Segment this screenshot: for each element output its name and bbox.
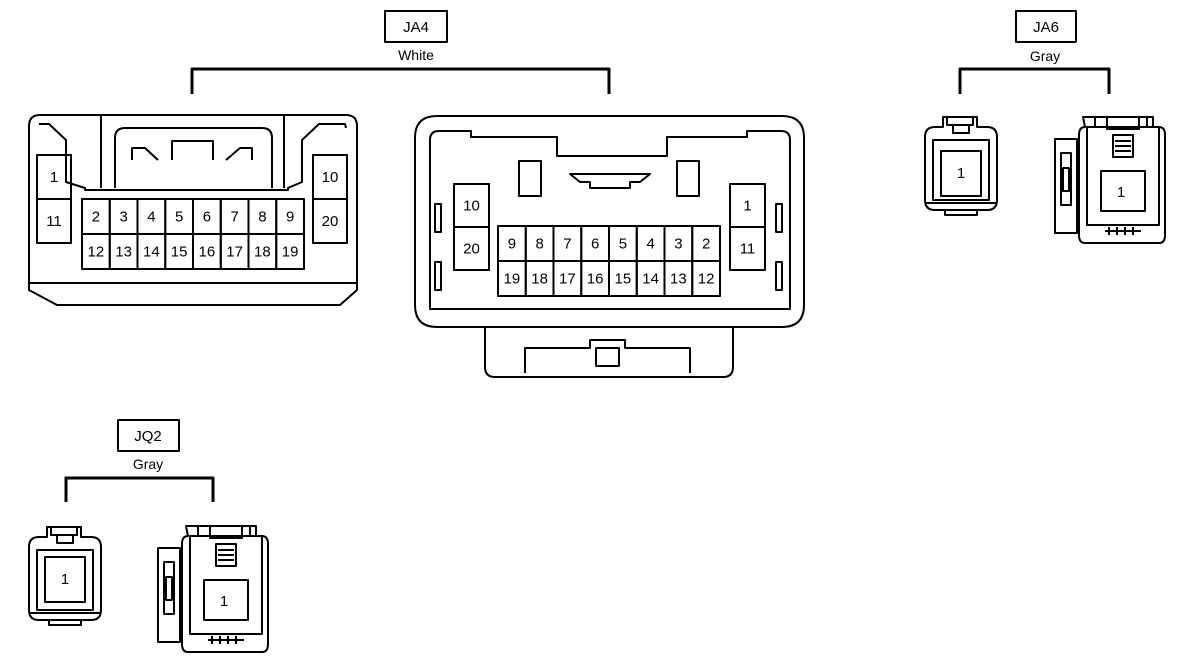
jq2-large-connector: 1 xyxy=(157,525,269,653)
ja4-left-pin-18-label: 18 xyxy=(254,244,271,261)
ja4-right-pin-9-label: 9 xyxy=(508,236,516,253)
jq2-color-label: Gray xyxy=(133,456,163,472)
ja4-left-pin-11-cell xyxy=(36,198,72,244)
ja4-right-pin-19-label: 19 xyxy=(504,271,521,288)
ja4-left-pin-14-label: 14 xyxy=(143,244,160,261)
ja4-left-pin-12-label: 12 xyxy=(88,244,105,261)
ja4-right-pin-18-label: 18 xyxy=(531,271,548,288)
ja4-right-guide-right xyxy=(676,160,700,197)
ja4-right-pin-20-cell xyxy=(453,226,490,271)
ja6-large-connector: 1 xyxy=(1054,116,1166,244)
ja4-left-pin-3-label: 3 xyxy=(119,209,127,226)
ja4-left-pin-10-label: 10 xyxy=(322,169,339,186)
ja4-color-label: White xyxy=(398,47,434,63)
ja4-right-pin-10-label: 10 xyxy=(463,198,480,215)
ja4-right-tab-inner xyxy=(524,339,691,373)
ja6-left-pin-cavity xyxy=(940,150,982,197)
ja6-bracket xyxy=(958,67,1111,94)
ja4-right-slot-left-1 xyxy=(434,203,442,233)
ja4-left-pin-19-cell xyxy=(275,233,305,270)
ja4-left-pin-9-label: 9 xyxy=(286,209,294,226)
ja4-right-pin-12-label: 12 xyxy=(698,271,715,288)
ja4-right-housing xyxy=(414,115,805,328)
ja4-right-pin-16-label: 16 xyxy=(587,271,604,288)
jq2-left-pin-cavity xyxy=(44,556,86,603)
ja4-left-pin-6-label: 6 xyxy=(203,209,211,226)
ja4-left-pin-7-label: 7 xyxy=(230,209,238,226)
jq2-small-connector: 1 xyxy=(28,526,102,626)
ja4-left-housing xyxy=(28,114,358,306)
jq2-right-pin-cavity xyxy=(203,579,249,621)
ja4-label-group: JA4 White xyxy=(190,10,611,94)
ja6-small-connector: 1 xyxy=(924,116,998,216)
ja4-right-pin-7-label: 7 xyxy=(563,236,571,253)
ja6-code-label: JA6 xyxy=(1033,19,1059,36)
ja4-left-lock-latch xyxy=(131,140,253,161)
jq2-right-pin-label: 1 xyxy=(220,593,228,610)
ja4-left-pin-1-label: 1 xyxy=(50,169,58,186)
ja4-right-slot-left-2 xyxy=(434,261,442,291)
ja4-left-pin-8-label: 8 xyxy=(258,209,266,226)
ja4-right-pin-20-label: 20 xyxy=(463,241,480,258)
ja4-left-pin-4-label: 4 xyxy=(147,209,155,226)
jq2-label-group: JQ2 Gray xyxy=(64,419,215,502)
ja4-right-slot-right-1 xyxy=(775,203,783,233)
ja4-right-pin-8-label: 8 xyxy=(535,236,543,253)
ja4-right-pin-17-label: 17 xyxy=(559,271,576,288)
ja4-right-pin-4-label: 4 xyxy=(646,236,654,253)
ja6-color-label: Gray xyxy=(1030,48,1060,64)
ja4-right-bottom-tab xyxy=(484,327,734,378)
ja4-left-pin-20-cell xyxy=(312,198,348,244)
ja4-right-pin-3-label: 3 xyxy=(674,236,682,253)
ja4-left-pin-11-label: 11 xyxy=(46,213,62,230)
ja4-right-pin-15-label: 15 xyxy=(615,271,632,288)
ja4-right-pin-2-label: 2 xyxy=(702,236,710,253)
ja4-left-lock-arch xyxy=(114,127,273,188)
ja4-left-pin-20-label: 20 xyxy=(322,213,339,230)
ja4-left-pin-13-label: 13 xyxy=(115,244,132,261)
ja4-left-pin-17-label: 17 xyxy=(226,244,243,261)
ja4-left-pin-19-label: 19 xyxy=(282,244,299,261)
ja4-right-pin-6-label: 6 xyxy=(591,236,599,253)
ja4-right-slot-right-2 xyxy=(775,261,783,291)
ja4-right-pin-13-label: 13 xyxy=(670,271,687,288)
ja4-right-tab-center xyxy=(595,347,620,367)
ja4-left-pin-5-label: 5 xyxy=(175,209,183,226)
ja4-bracket xyxy=(190,67,611,94)
ja4-left-pin-16-label: 16 xyxy=(199,244,216,261)
ja6-right-pin-label: 1 xyxy=(1117,184,1125,201)
ja6-label-group: JA6 Gray xyxy=(958,10,1111,94)
ja4-right-latch xyxy=(569,173,651,189)
jq2-left-pin-label: 1 xyxy=(61,571,69,588)
ja4-right-pin-11-cell xyxy=(729,226,766,271)
jq2-code-label: JQ2 xyxy=(134,428,162,445)
ja4-left-pin-2-label: 2 xyxy=(92,209,100,226)
ja6-left-pin-label: 1 xyxy=(957,165,965,182)
ja4-right-guide-left xyxy=(518,160,542,197)
jq2-bracket xyxy=(64,476,215,502)
ja6-right-pin-cavity xyxy=(1100,170,1146,212)
ja4-right-pin-12-cell xyxy=(691,260,721,297)
ja6-code-box xyxy=(1015,10,1077,43)
ja4-right-pin-1-label: 1 xyxy=(743,198,751,215)
ja4-right-pin-5-label: 5 xyxy=(619,236,627,253)
jq2-code-box xyxy=(117,419,180,452)
ja4-right-inner-outline xyxy=(429,130,791,310)
ja4-code-box xyxy=(384,10,448,43)
ja4-left-pin-15-label: 15 xyxy=(171,244,188,261)
ja4-left-inner-outline xyxy=(39,123,347,191)
ja4-code-label: JA4 xyxy=(403,19,429,36)
ja4-right-pin-11-label: 11 xyxy=(740,241,756,258)
ja4-right-pin-14-label: 14 xyxy=(642,271,659,288)
